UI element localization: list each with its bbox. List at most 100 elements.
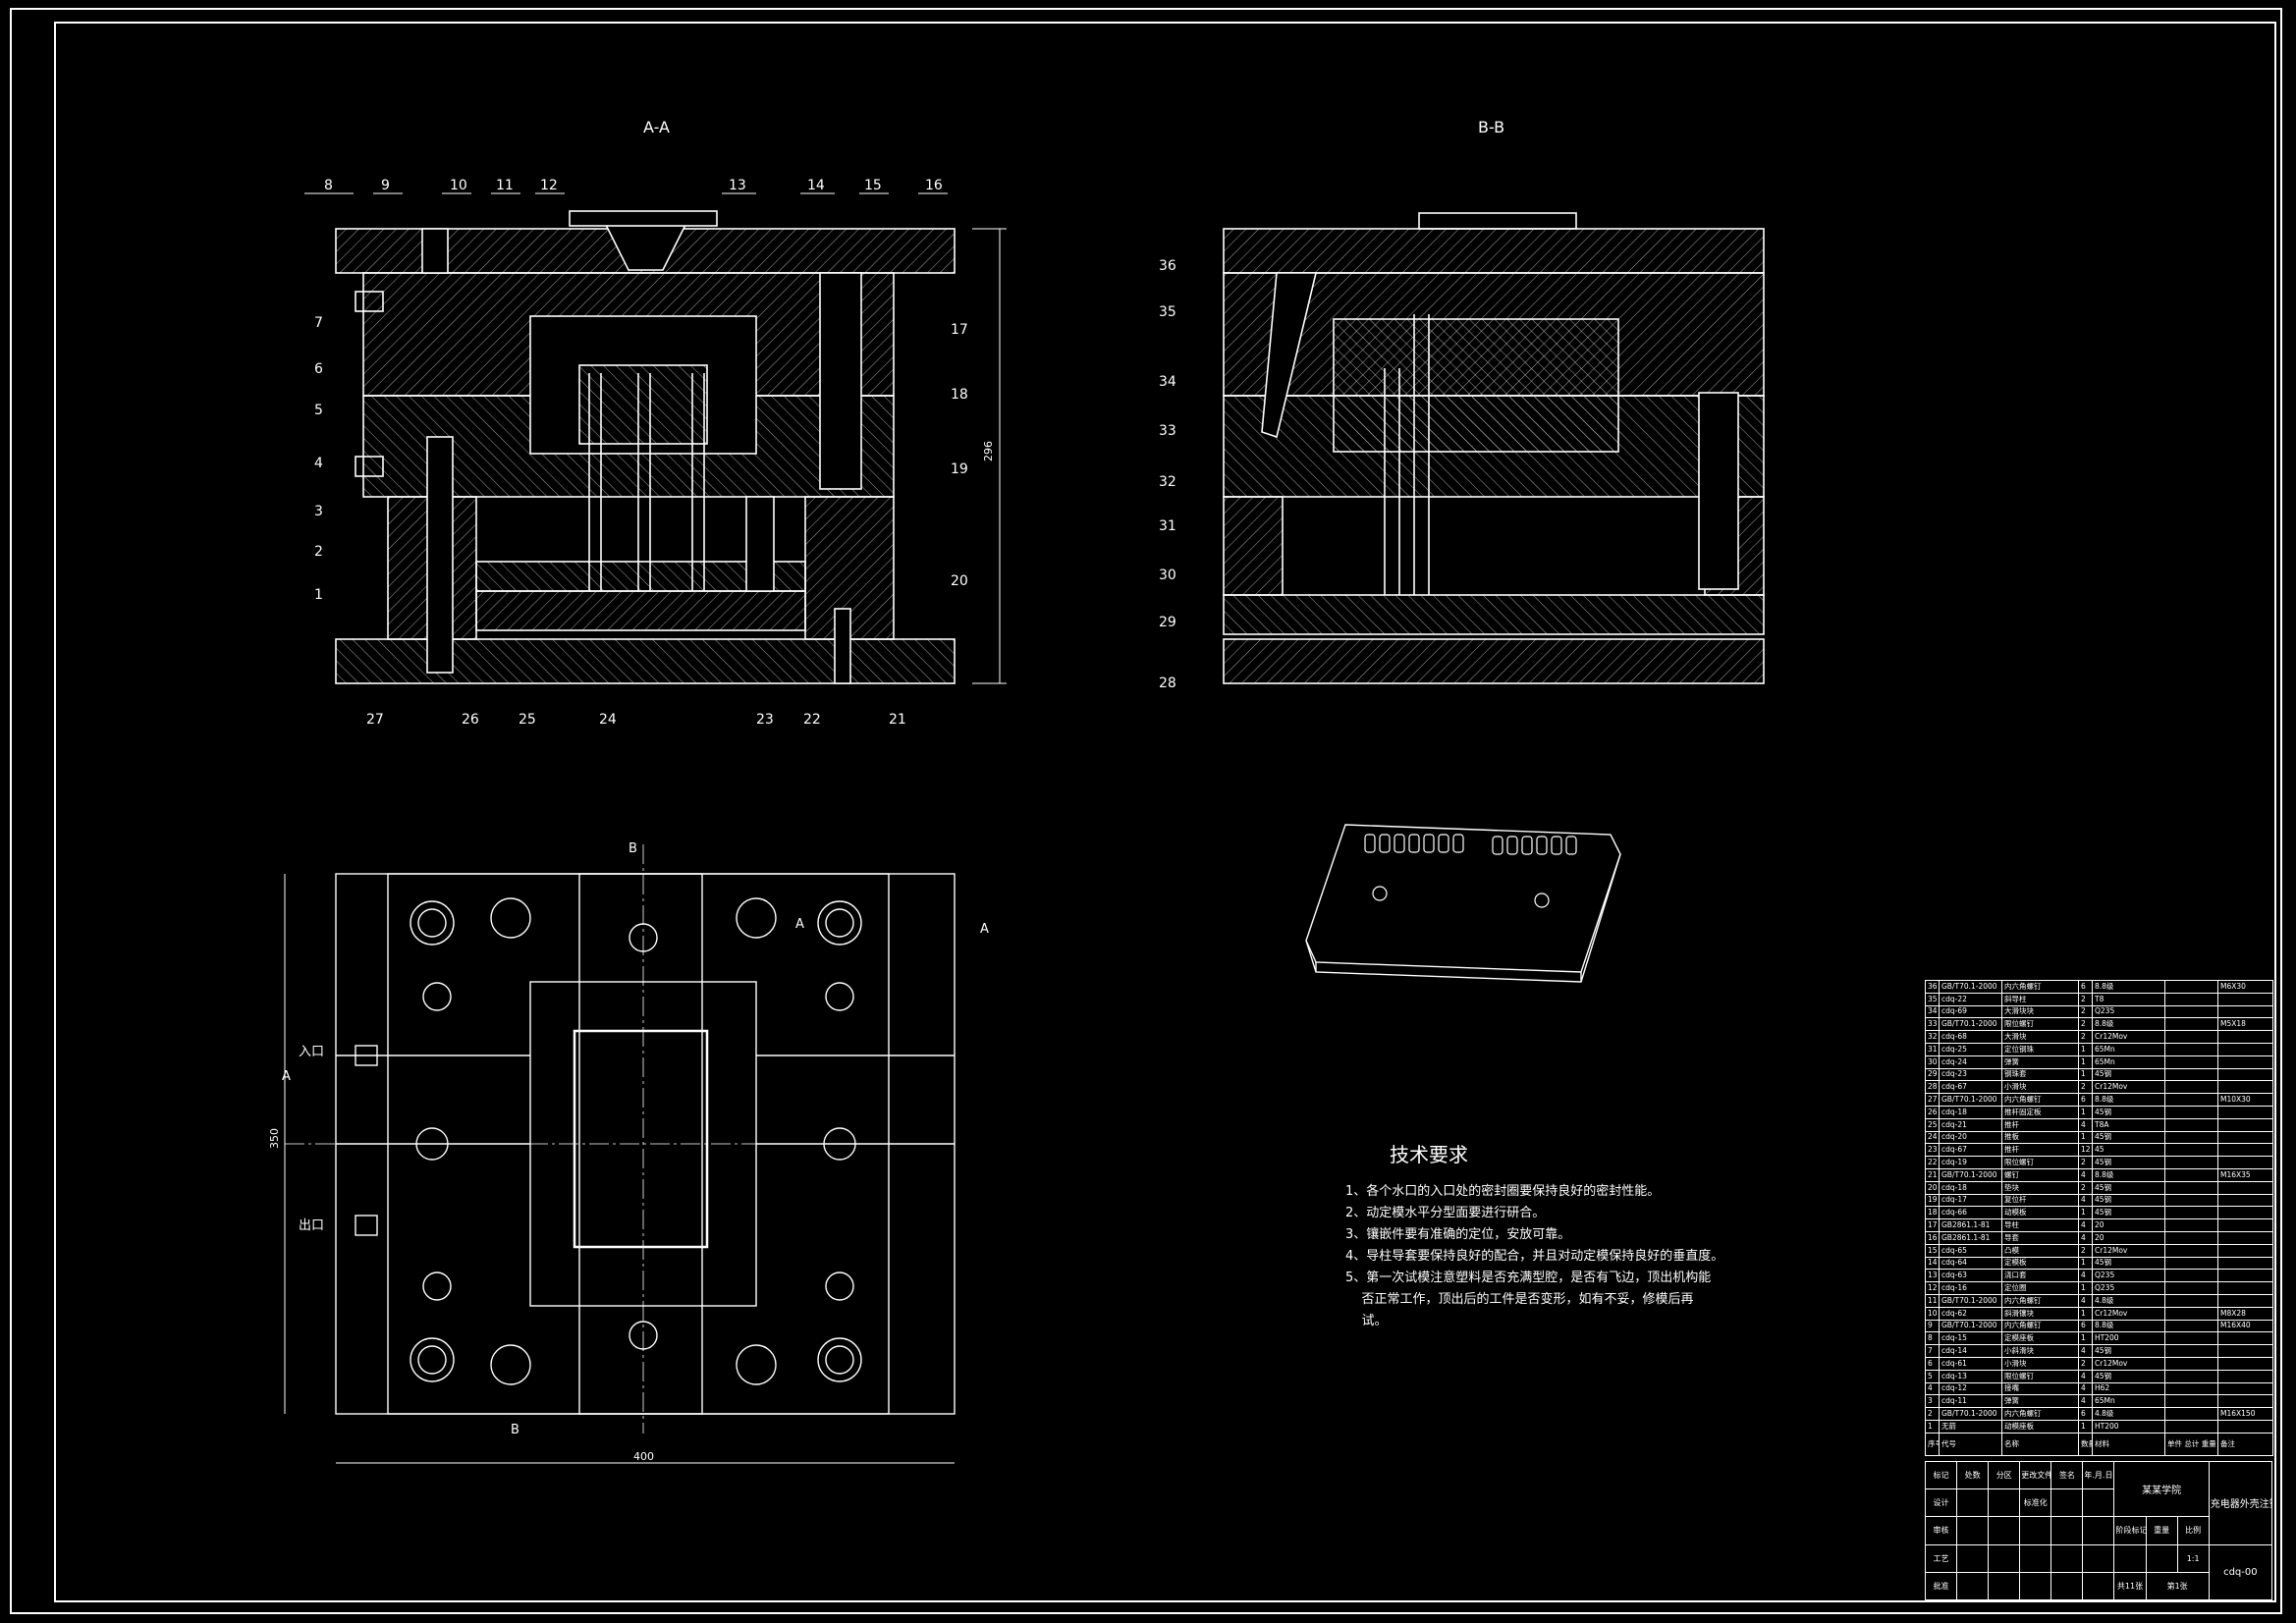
bom-cell: 45钢 [2092,1105,2165,1119]
bom-cell: cdq-23 [1939,1067,2002,1082]
bom-cell: cdq-69 [1939,1004,2002,1019]
bom-cell-empty [2164,1017,2218,1032]
svg-text:10: 10 [450,178,467,193]
bom-cell-empty [2164,1381,2218,1396]
bom-cell: 45钢 [2092,1193,2165,1208]
bom-cell: 大滑块块 [2001,1004,2079,1019]
bom-cell: GB/T70.1-2000 [1939,1319,2002,1333]
bom-cell-empty [2164,1117,2218,1132]
bom-cell-empty [2164,992,2218,1006]
bom-cell: M16X150 [2217,1407,2273,1421]
bom-cell: 32 [1925,1030,1940,1044]
balloons-aa-right: 17 18 19 20 [951,322,968,589]
bom-cell: cdq-22 [1939,992,2002,1006]
bom-cell [2217,1004,2273,1019]
bom-cell: 8 [1925,1331,1940,1346]
bom-cell: GB/T70.1-2000 [1939,980,2002,994]
bom-cell: 8.8级 [2092,1093,2165,1107]
bom-cell: 凸模 [2001,1243,2079,1258]
section-marker-b-bottom: B [511,1423,519,1437]
bom-cell: cdq-18 [1939,1180,2002,1195]
bom-cell: 弹簧 [2001,1394,2079,1409]
svg-text:11: 11 [496,178,514,193]
bom-cell: 内六角螺钉 [2001,1293,2079,1308]
bom-cell: Q235 [2092,1281,2165,1295]
svg-text:12: 12 [540,178,558,193]
svg-text:31: 31 [1159,518,1176,534]
bom-cell: Q235 [2092,1269,2165,1283]
bom-col-no: 序号 [1925,1432,1940,1456]
bom-cell: 2 [2078,1080,2093,1095]
bom-cell: 1 [2078,1281,2093,1295]
bom-cell: 2 [2078,1243,2093,1258]
section-aa-view: A-A [335,118,1007,684]
svg-text:25: 25 [519,712,536,728]
bom-cell: cdq-16 [1939,1281,2002,1295]
bom-cell: 4 [2078,1167,2093,1182]
bom-cell: 定模板 [2001,1256,2079,1271]
bom-cell-empty [2164,1243,2218,1258]
bom-cell: 弹簧 [2001,1055,2079,1069]
section-aa-title: A-A [643,118,670,136]
bom-cell: 小滑块 [2001,1356,2079,1371]
bom-cell: 31 [1925,1042,1940,1056]
bom-cell: cdq-12 [1939,1381,2002,1396]
technical-requirements: 技术要求 1、各个水口的入口处的密封圈要保持良好的密封性能。 2、动定模水平分型… [1345,1139,1895,1332]
svg-text:18: 18 [951,387,968,403]
bom-cell: cdq-61 [1939,1356,2002,1371]
bom-cell: 限位螺钉 [2001,1156,2079,1169]
bom-cell [2217,1055,2273,1069]
bom-cell: 19 [1925,1193,1940,1208]
bom-cell: 1 [2078,1130,2093,1145]
bom-cell-empty [2164,1369,2218,1383]
bom-cell: 33 [1925,1017,1940,1032]
bom-cell [2217,1156,2273,1169]
tb-ratio-label: 比例 [2176,1516,2210,1545]
bom-cell [2217,1269,2273,1283]
bom-cell: GB2861.1-81 [1939,1218,2002,1232]
bom-cell: cdq-62 [1939,1306,2002,1321]
bom-cell: 12 [2078,1143,2093,1158]
bom-cell: 2 [2078,1180,2093,1195]
bom-cell: 65Mn [2092,1042,2165,1056]
svg-text:3: 3 [314,504,323,519]
bom-cell [2217,1180,2273,1195]
bom-cell: 6 [2078,1407,2093,1421]
bom-cell-empty [2164,980,2218,994]
bom-cell [2217,1256,2273,1271]
tb-drawing-no: cdq-00 [2208,1543,2273,1601]
bom-cell: 定位钢珠 [2001,1042,2079,1056]
bom-col-remark: 备注 [2217,1432,2273,1456]
bom-cell: 大滑块 [2001,1030,2079,1044]
bom-cell: 4.8级 [2092,1407,2165,1421]
tb-review: 审核 [1924,1516,1958,1545]
bom-col-name: 名称 [2001,1432,2079,1456]
bom-cell: 20 [2092,1230,2165,1245]
bom-cell: 14 [1925,1256,1940,1271]
tb-approve: 批准 [1924,1571,1958,1601]
bom-cell [2217,1206,2273,1220]
bom-cell: 2 [2078,1004,2093,1019]
bom-cell: 2 [2078,1156,2093,1169]
bom-cell: H62 [2092,1381,2165,1396]
bom-cell: 45钢 [2092,1067,2165,1082]
bom-cell: cdq-68 [1939,1030,2002,1044]
bom-cell: cdq-13 [1939,1369,2002,1383]
bom-cell: 7 [1925,1344,1940,1358]
bom-cell: 1 [2078,1256,2093,1271]
bom-cell: 内六角螺钉 [2001,1093,2079,1107]
bom-cell: 定模座板 [2001,1331,2079,1346]
bom-cell [2217,1193,2273,1208]
